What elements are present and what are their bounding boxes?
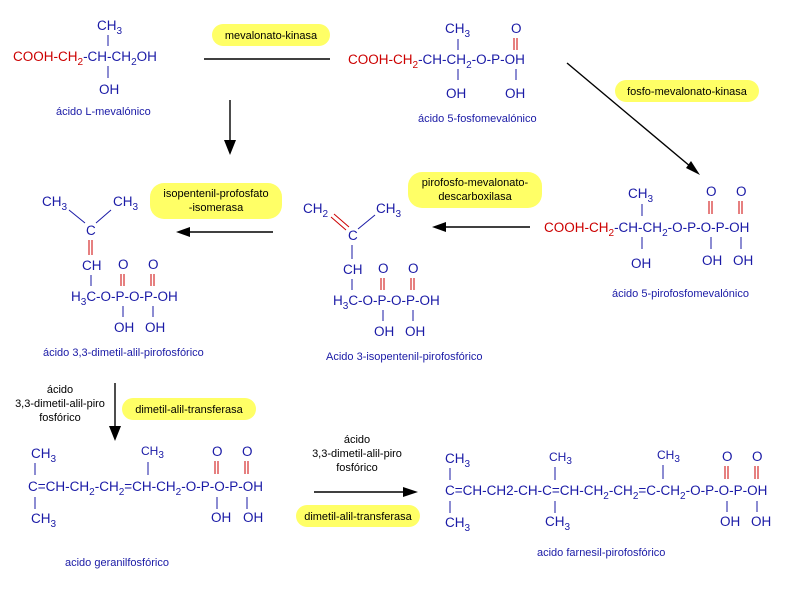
ch3-group: CH3 bbox=[113, 194, 139, 213]
oh-group: OH bbox=[211, 510, 231, 525]
mevalonate-kinase-step: mevalonato-kinasa bbox=[204, 24, 330, 60]
o-atom: O bbox=[212, 444, 223, 459]
ch3-group: CH3 bbox=[657, 448, 680, 465]
oh-group: OH bbox=[446, 86, 466, 101]
ch3-group: CH3 bbox=[628, 186, 654, 205]
phosphomevalonic-formula: COOH-CH2-CH-CH2-O-P-OH bbox=[348, 52, 525, 71]
mevalonic-formula: COOH-CH2-CH-CH2OH bbox=[13, 49, 157, 68]
enzyme-highlight bbox=[150, 183, 282, 219]
mevalonic-label: ácido L-mevalónico bbox=[56, 106, 151, 118]
o-atom: O bbox=[378, 261, 389, 276]
arrow-down-1 bbox=[224, 100, 236, 155]
diagonal-arrow bbox=[566, 62, 698, 173]
oh-group: OH bbox=[631, 256, 651, 271]
c-atom: C bbox=[348, 228, 358, 243]
enzyme-highlight bbox=[296, 505, 420, 527]
oh-group: OH bbox=[720, 514, 740, 529]
oh-group: OH bbox=[405, 324, 425, 339]
oh-group: OH bbox=[243, 510, 263, 525]
oh-group: OH bbox=[702, 253, 722, 268]
farnesyl-synthesis-step: ácido 3,3-dimetil-alil-piro fosfórico di… bbox=[296, 434, 420, 527]
pyrophosphomevalonic-label: ácido 5-pirofosfomevalónico bbox=[612, 288, 749, 300]
cosubstrate-line2: 3,3-dimetil-alil-piro bbox=[312, 448, 402, 460]
pyrophosphomevalonic-formula: COOH-CH2-CH-CH2-O-P-O-P-OH bbox=[544, 220, 749, 239]
decarboxylase-step: pirofosfo-mevalonato- descarboxilasa bbox=[408, 172, 542, 232]
geranyl-pp-label: acido geranilfosfórico bbox=[65, 557, 169, 569]
phosphomevalonic-label: ácido 5-fosfomevalónico bbox=[418, 113, 537, 125]
phosphomevalonate-kinase-step: fosfo-mevalonato-kinasa bbox=[566, 62, 759, 175]
isomerase-label-line1: isopentenil-profosfato bbox=[163, 188, 268, 200]
ch3-group: CH3 bbox=[445, 21, 471, 40]
o-atom: O bbox=[511, 21, 522, 36]
ch3-group: CH3 bbox=[97, 18, 123, 37]
farnesyl-pp-label: acido farnesil-pirofosfórico bbox=[537, 547, 665, 559]
o-atom: O bbox=[736, 184, 747, 199]
farnesyl-pp-structure: CH3 CH3 CH3 O O C=CH-CH2-CH-C=CH-CH2-CH2… bbox=[445, 448, 771, 559]
cosubstrate-line2: 3,3-dimetil-alil-piro bbox=[15, 398, 105, 410]
decarboxylase-label-line2: descarboxilasa bbox=[438, 191, 512, 203]
o-atom: O bbox=[752, 449, 763, 464]
geranyl-pp-structure: CH3 CH3 O O C=CH-CH2-CH2=CH-CH2-O-P-O-P-… bbox=[28, 444, 263, 569]
enzyme-highlight bbox=[408, 172, 542, 208]
mevalonic-acid-structure: CH3 COOH-CH2-CH-CH2OH OH ácido L-mevalón… bbox=[13, 18, 157, 118]
decarboxylase-label-line1: pirofosfo-mevalonato- bbox=[422, 177, 529, 189]
ch3-group: CH3 bbox=[549, 450, 572, 467]
c-atom: C bbox=[86, 223, 96, 238]
o-atom: O bbox=[706, 184, 717, 199]
oh-group: OH bbox=[505, 86, 525, 101]
oh-group: OH bbox=[114, 320, 134, 335]
o-atom: O bbox=[242, 444, 253, 459]
isopentenyl-pp-label: Acido 3-isopentenil-pirofosfórico bbox=[326, 351, 483, 363]
ch3-group: CH3 bbox=[376, 201, 402, 220]
ch3-group: CH3 bbox=[31, 511, 57, 530]
phosphomevalonate-kinase-label: fosfo-mevalonato-kinasa bbox=[627, 86, 748, 98]
ch3-group: CH3 bbox=[31, 446, 57, 465]
pyrophosphomevalonic-structure: CH3 O O COOH-CH2-CH-CH2-O-P-O-P-OH OH OH… bbox=[544, 184, 753, 300]
ch-group: CH bbox=[343, 262, 363, 277]
cosubstrate-line1: ácido bbox=[47, 384, 73, 396]
enzyme-highlight bbox=[122, 398, 256, 420]
cosubstrate-line3: fosfórico bbox=[39, 412, 81, 424]
farnesyl-formula: C=CH-CH2-CH-C=CH-CH2-CH2=C-CH2-O-P-O-P-O… bbox=[445, 483, 767, 502]
oh-group: OH bbox=[374, 324, 394, 339]
ch3-group: CH3 bbox=[445, 515, 471, 534]
o-atom: O bbox=[148, 257, 159, 272]
transferase-label: dimetil-alil-transferasa bbox=[135, 404, 243, 416]
geranyl-synthesis-step: ácido 3,3-dimetil-alil-piro fosfórico di… bbox=[15, 383, 256, 441]
dimethylallyl-pp-structure: CH3 CH3 C CH O O H3C-O-P-O-P-OH OH OH ác… bbox=[42, 194, 204, 359]
geranyl-formula: C=CH-CH2-CH2=CH-CH2-O-P-O-P-OH bbox=[28, 479, 263, 498]
ch-group: CH bbox=[82, 258, 102, 273]
ch3-group: CH3 bbox=[42, 194, 68, 213]
ch2-group: CH2 bbox=[303, 201, 329, 220]
cosubstrate-line3: fosfórico bbox=[336, 462, 378, 474]
enzyme-highlight bbox=[615, 80, 759, 102]
transferase-label: dimetil-alil-transferasa bbox=[304, 511, 412, 523]
o-atom: O bbox=[118, 257, 129, 272]
ch3-group: CH3 bbox=[545, 514, 571, 533]
phosphomevalonic-structure: CH3 O COOH-CH2-CH-CH2-O-P-OH OH OH ácido… bbox=[348, 21, 537, 125]
ch3-group: CH3 bbox=[445, 451, 471, 470]
isomerase-label-line2: -isomerasa bbox=[189, 202, 244, 214]
ch3-group: CH3 bbox=[141, 444, 164, 461]
oh-group: OH bbox=[145, 320, 165, 335]
dimethylallyl-phosphate-chain: H3C-O-P-O-P-OH bbox=[71, 289, 178, 308]
dimethylallyl-pp-label: ácido 3,3-dimetil-alil-pirofosfórico bbox=[43, 347, 204, 359]
cosubstrate-line1: ácido bbox=[344, 434, 370, 446]
oh-group: OH bbox=[99, 82, 119, 97]
o-atom: O bbox=[408, 261, 419, 276]
isopentenyl-pp-structure: CH2 CH3 C CH O O H3C-O-P-O-P-OH OH OH Ac… bbox=[303, 201, 483, 363]
isomerase-step: isopentenil-profosfato -isomerasa bbox=[150, 183, 282, 237]
o-atom: O bbox=[722, 449, 733, 464]
mevalonate-kinase-label: mevalonato-kinasa bbox=[225, 30, 318, 42]
oh-group: OH bbox=[733, 253, 753, 268]
oh-group: OH bbox=[751, 514, 771, 529]
isopentenyl-phosphate-chain: H3C-O-P-O-P-OH bbox=[333, 293, 440, 312]
enzyme-highlight bbox=[212, 24, 330, 46]
